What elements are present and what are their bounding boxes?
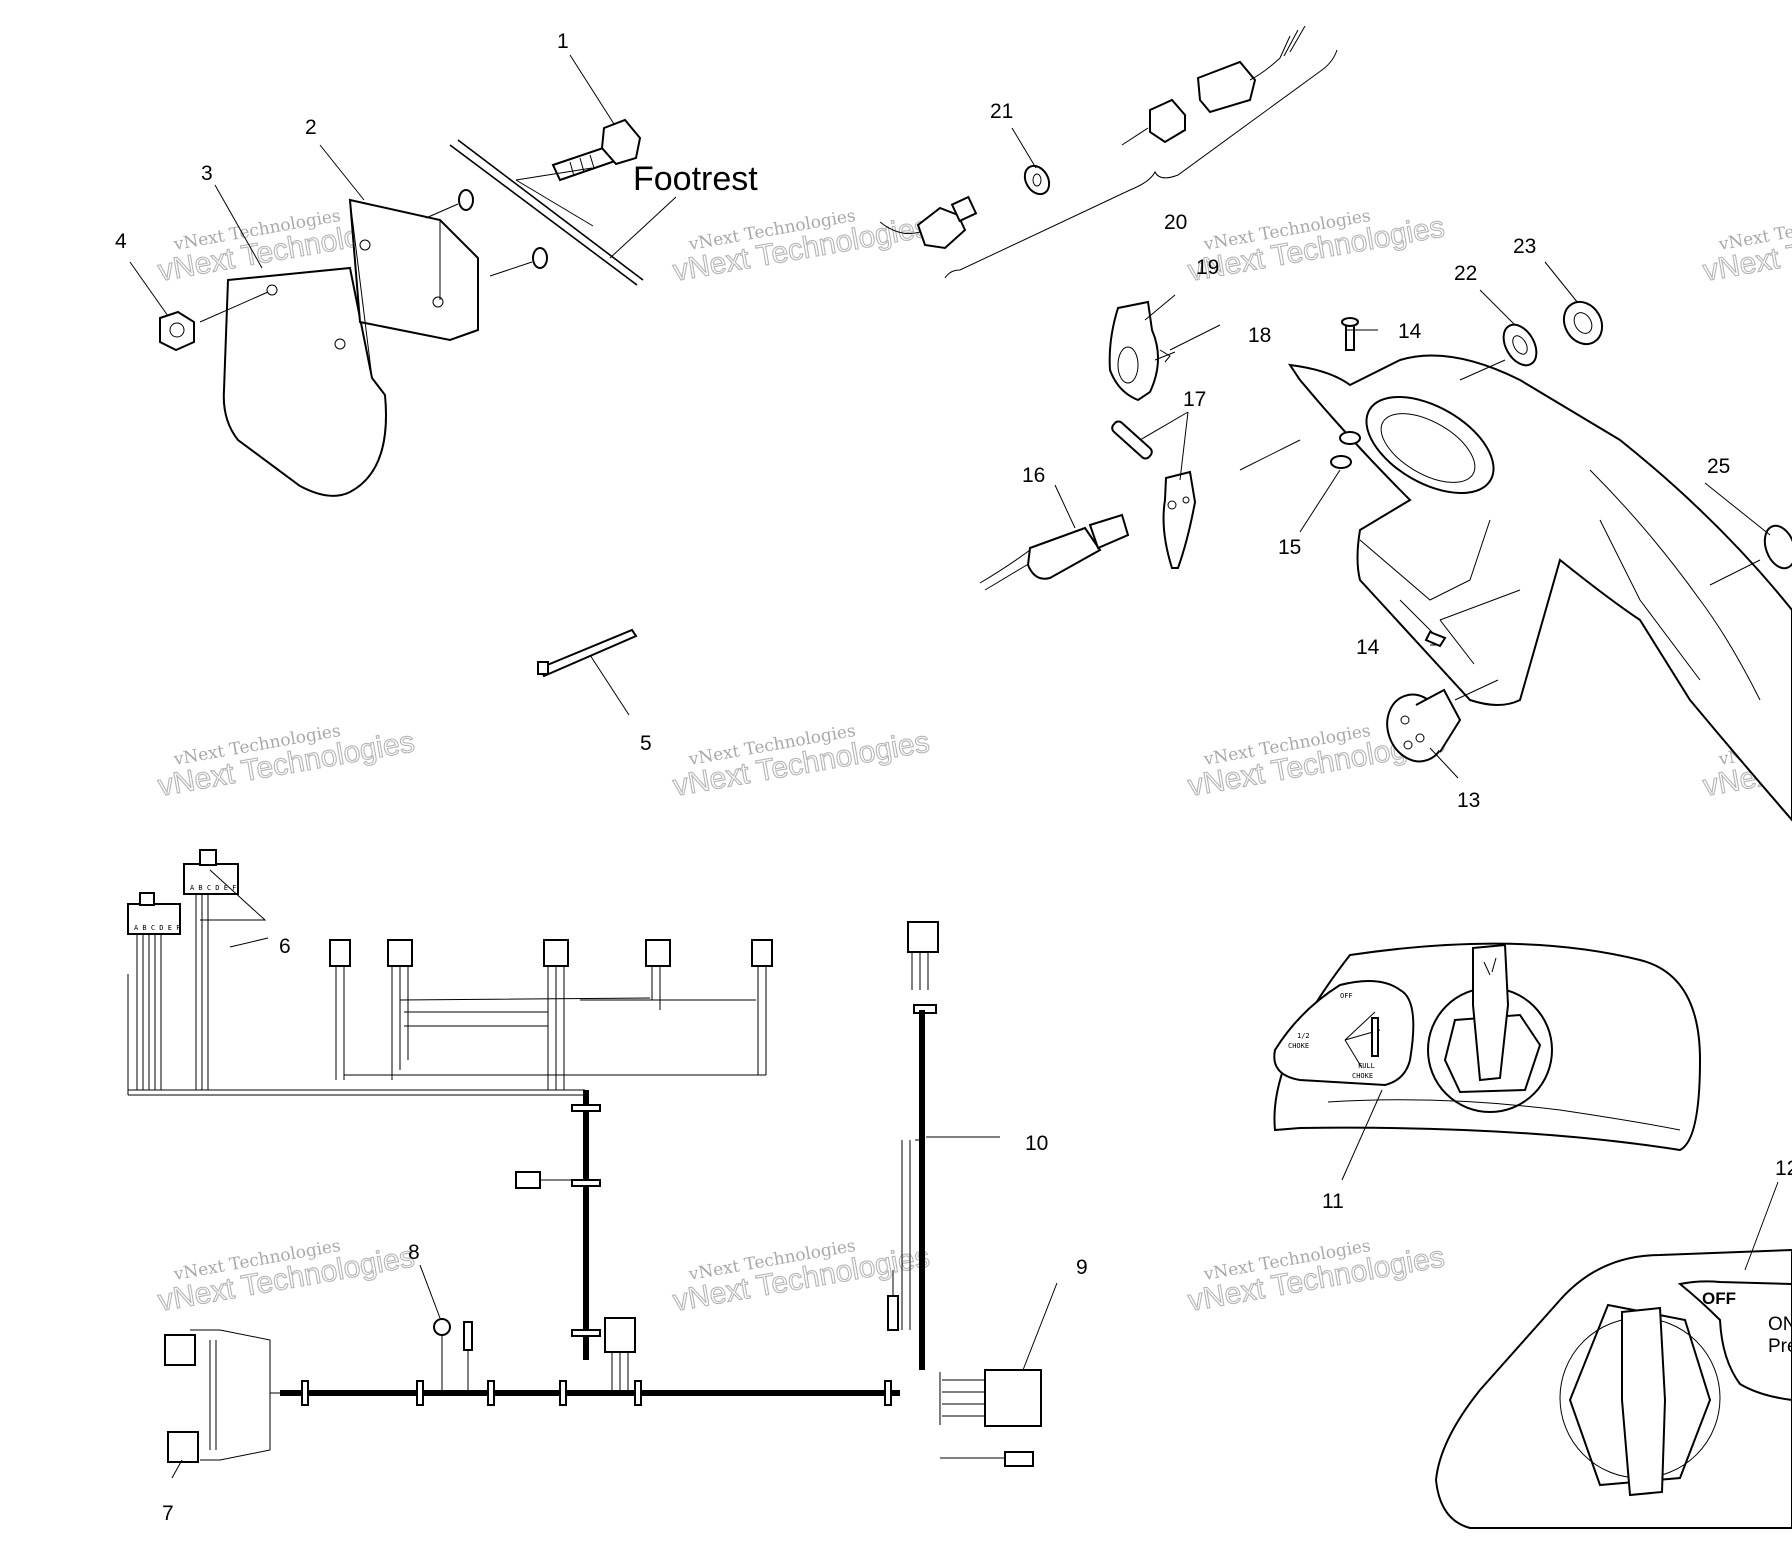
- svg-text:A B C D E F: A B C D E F: [190, 884, 236, 892]
- connector: [329, 939, 351, 1080]
- callout-18: 18: [1248, 324, 1271, 347]
- watermark: vNext Technologies vNext Technologies: [670, 721, 932, 804]
- callout-12: 12: [1775, 1157, 1792, 1180]
- callout-22: 22: [1454, 262, 1477, 285]
- callout-8: 8: [408, 1241, 420, 1264]
- callout-1: 1: [557, 30, 569, 53]
- washer: [1023, 164, 1051, 196]
- half-choke-label: CHOKE: [1288, 1042, 1309, 1050]
- watermark: vNext Technologies vNext Technologies: [155, 721, 417, 804]
- spacer-block: [348, 198, 479, 342]
- watermark: vNext Technologies vNext Technologies: [1185, 1236, 1447, 1319]
- cable-tie: [537, 628, 638, 678]
- labels: Footrest 1 2 3 4 5 6 7 8 9 10 11 12 13 1…: [115, 30, 1792, 1525]
- connector: [543, 939, 569, 1090]
- watermarks: vNext Technologies vNext Technologies vN…: [155, 206, 1792, 1319]
- choke-off-label: OFF: [1340, 992, 1353, 1000]
- callout-3: 3: [201, 162, 213, 185]
- svg-text:A B C D E F: A B C D E F: [134, 924, 180, 932]
- callout-7: 7: [162, 1502, 174, 1525]
- callout-14: 14: [1356, 636, 1380, 659]
- callout-19: 19: [1196, 256, 1219, 279]
- watermark: vNext Technologies vNext Technologies: [1700, 206, 1792, 289]
- callout-5: 5: [640, 732, 652, 755]
- watermark: vNext Technologies vNext Technologies: [1185, 206, 1447, 289]
- callout-14: 14: [1398, 320, 1422, 343]
- callout-23: 23: [1513, 235, 1536, 258]
- connector: [645, 939, 671, 1010]
- harness-ties: [301, 1380, 892, 1406]
- callout-25: 25: [1707, 455, 1730, 478]
- choke-panel: OFF 1/2 CHOKE FULL CHOKE: [1273, 942, 1702, 1152]
- washer: [532, 247, 548, 269]
- key-press-label: Pre: [1768, 1336, 1792, 1357]
- key-on-label: ON: [1768, 1314, 1792, 1335]
- callout-10: 10: [1025, 1132, 1048, 1155]
- full-choke-label: CHOKE: [1352, 1072, 1373, 1080]
- callout-21: 21: [990, 100, 1013, 123]
- leader-lines: [129, 54, 1779, 1479]
- callout-13: 13: [1457, 789, 1480, 812]
- connector: [387, 939, 413, 1080]
- callout-11: 11: [1322, 1190, 1344, 1213]
- half-choke-label: 1/2: [1297, 1032, 1310, 1040]
- nut: [159, 310, 195, 352]
- footrest-pad: [222, 266, 387, 497]
- full-choke-label: FULL: [1358, 1062, 1375, 1070]
- key-off-label: OFF: [1702, 1289, 1736, 1308]
- callout-9: 9: [1076, 1256, 1088, 1279]
- callout-6: 6: [279, 935, 291, 958]
- callout-2: 2: [305, 116, 317, 139]
- bolt: [551, 118, 642, 182]
- connector: [751, 939, 773, 1075]
- callout-4: 4: [115, 230, 127, 253]
- fittings: [879, 25, 1338, 279]
- callout-15: 15: [1278, 536, 1301, 559]
- wiring-harness: A B C D E F A B C D E F: [127, 849, 1042, 1467]
- watermark: vNext Technologies vNext Technologies: [670, 206, 932, 289]
- handlebar-housing: [979, 300, 1792, 822]
- callout-20: 20: [1164, 211, 1187, 234]
- washer: [458, 189, 474, 211]
- key-panel: OFF ON Pre: [1434, 1248, 1792, 1529]
- callout-17: 17: [1183, 388, 1206, 411]
- footrest-label: Footrest: [633, 160, 758, 198]
- footrest-assembly: [159, 118, 644, 497]
- watermark: vNext Technologies vNext Technologies: [155, 1236, 417, 1319]
- svg-text:vNext Technologies: vNext Technologies: [1701, 210, 1792, 288]
- callout-16: 16: [1022, 464, 1045, 487]
